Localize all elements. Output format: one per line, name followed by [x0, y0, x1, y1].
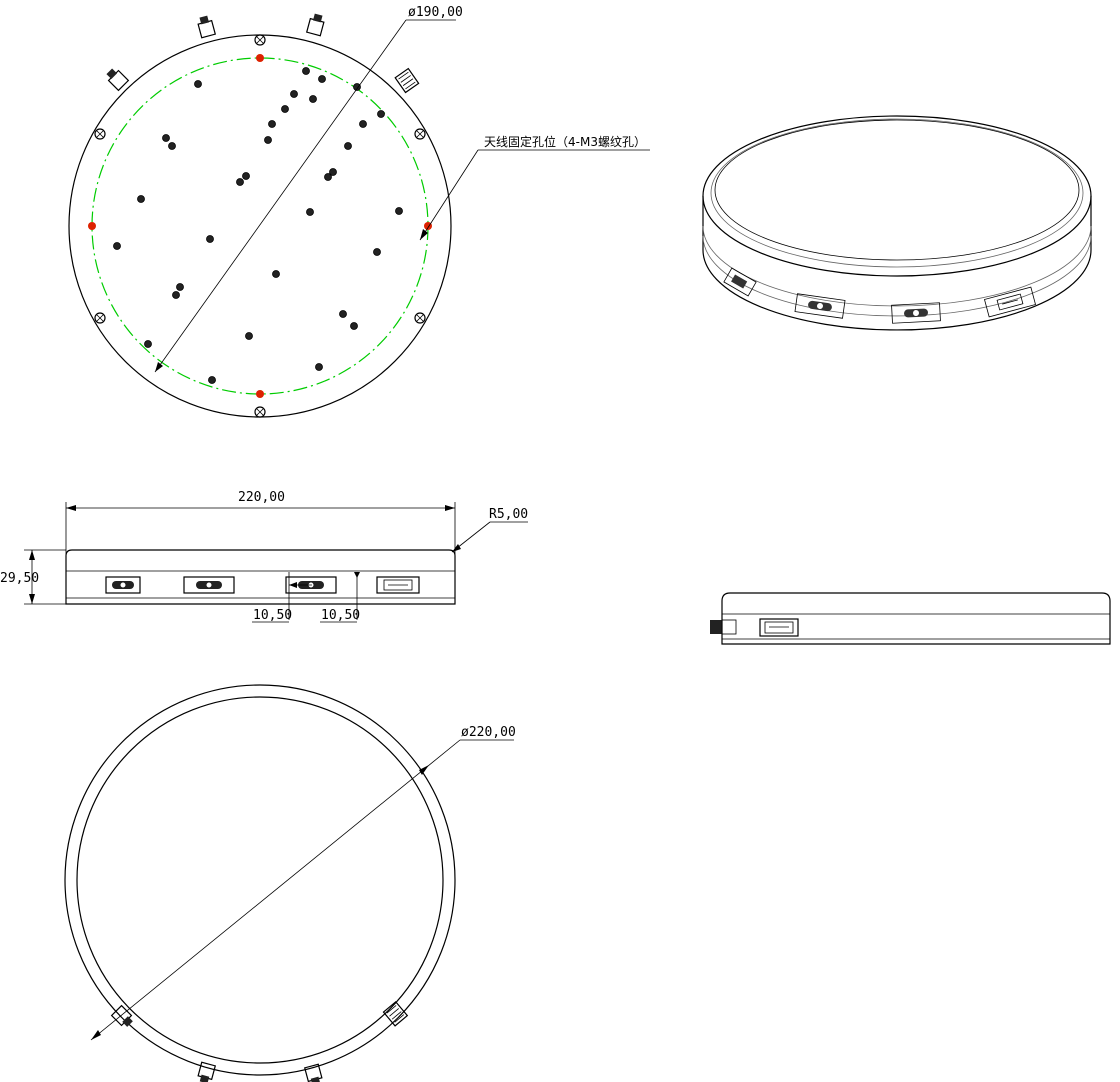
mount-hole [395, 207, 403, 215]
front-view-connectors [105, 576, 420, 594]
height-label: 29,50 [0, 571, 39, 586]
pcd-dimension-line [154, 19, 407, 373]
mount-hole [309, 95, 317, 103]
top-view-connectors [106, 13, 420, 94]
antenna-note-leader [419, 149, 479, 241]
mount-hole [339, 310, 347, 318]
bottom-view-outer-circle [64, 684, 456, 1076]
top-view-rim-screws [94, 34, 426, 418]
mount-hole [329, 168, 337, 176]
offset-right-label: 10,50 [321, 608, 360, 623]
offset-left-label: 10,50 [253, 608, 292, 623]
front-view-body [65, 549, 456, 605]
mount-hole [324, 173, 332, 181]
side-view [710, 592, 1111, 645]
mount-hole [264, 136, 272, 144]
mount-hole [168, 142, 176, 150]
mount-hole [176, 283, 184, 291]
top-view: ø190,00 天线固定孔位（4-M3螺纹孔） [68, 5, 650, 418]
top-view-outer-circle [68, 34, 452, 418]
mount-hole [306, 208, 314, 216]
mount-hole [268, 120, 276, 128]
mount-hole [236, 178, 244, 186]
mount-hole [302, 67, 310, 75]
mount-hole [281, 105, 289, 113]
mount-hole [206, 235, 214, 243]
top-view-holes [113, 67, 403, 384]
radius-label: R5,00 [489, 507, 528, 522]
mount-hole [242, 172, 250, 180]
mount-hole [113, 242, 121, 250]
mount-hole [245, 332, 253, 340]
mount-hole [144, 340, 152, 348]
mount-hole [194, 80, 202, 88]
mount-hole [208, 376, 216, 384]
mount-hole [272, 270, 280, 278]
top-view-pcd-circle [91, 57, 429, 395]
bottom-view-inner-circle [76, 696, 444, 1064]
mount-hole [290, 90, 298, 98]
front-view: 220,00 R5,00 29,50 10,50 1 [0, 490, 528, 623]
mount-hole [353, 83, 361, 91]
mount-hole [137, 195, 145, 203]
mount-hole [172, 291, 180, 299]
antenna-fixing-holes [88, 54, 432, 398]
mount-hole [318, 75, 326, 83]
outer-diameter-label: ø220,00 [461, 725, 516, 740]
isometric-connectors [723, 267, 1037, 324]
mount-hole [377, 110, 385, 118]
mount-hole [359, 120, 367, 128]
mount-hole [315, 363, 323, 371]
antenna-note-label: 天线固定孔位（4-M3螺纹孔） [484, 134, 646, 149]
isometric-view [702, 115, 1092, 331]
mount-hole [373, 248, 381, 256]
pcd-diameter-label: ø190,00 [408, 5, 463, 20]
mount-hole [344, 142, 352, 150]
bottom-view: ø220,00 [64, 684, 516, 1082]
width-label: 220,00 [238, 490, 285, 505]
mount-hole [350, 322, 358, 330]
mount-hole [162, 134, 170, 142]
bottom-view-connectors [110, 1000, 409, 1082]
